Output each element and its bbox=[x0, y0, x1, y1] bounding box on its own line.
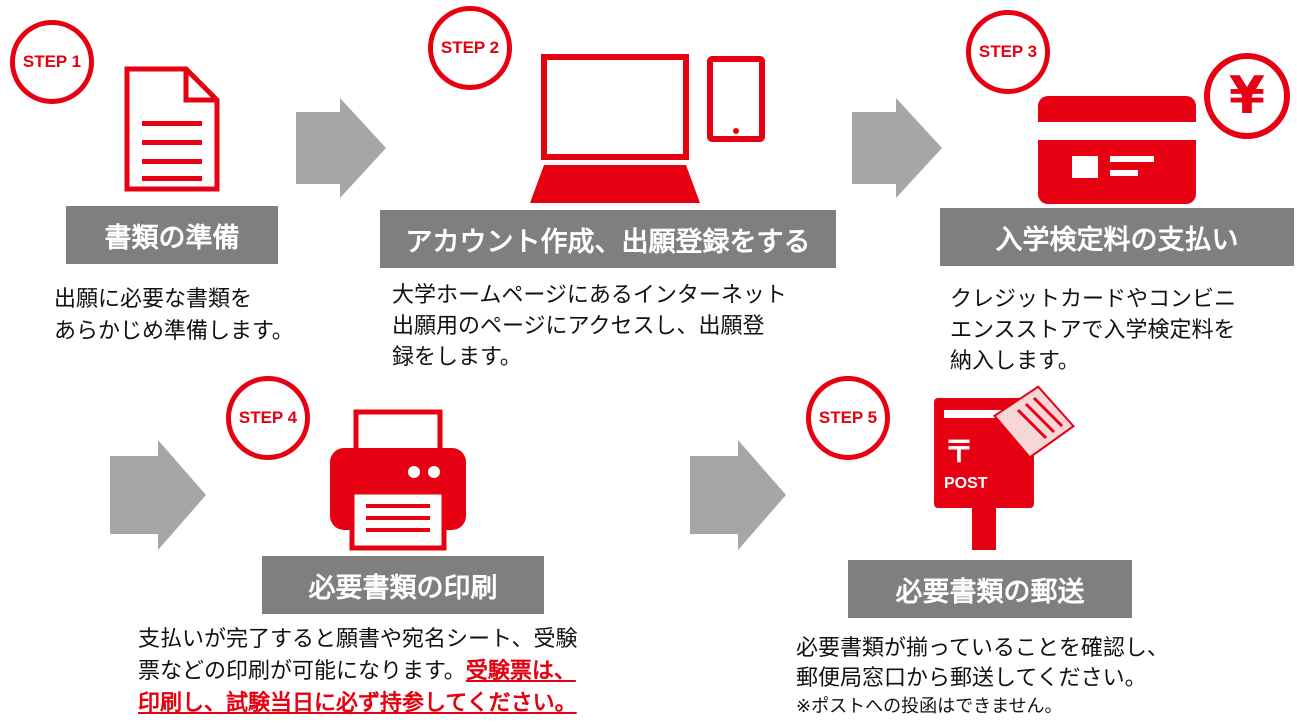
admission-ticket-warning: 受験票は、 bbox=[465, 659, 576, 684]
yen-icon: ¥ bbox=[1228, 66, 1266, 126]
credit-card-yen-icon bbox=[1038, 53, 1290, 204]
step-title: アカウント作成、出願登録をする bbox=[380, 210, 836, 268]
printer-icon bbox=[330, 409, 466, 551]
step-description: クレジットカードやコンビニ エンスストアで入学検定料を 納入します。 bbox=[950, 287, 1237, 374]
admission-ticket-warning: 印刷し、試験当日に必ず持参してください。 bbox=[138, 691, 577, 716]
step-title: 入学検定料の支払い bbox=[940, 208, 1294, 266]
document-icon bbox=[124, 66, 220, 192]
step-title: 必要書類の郵送 bbox=[848, 560, 1132, 618]
step-badge: STEP 2 bbox=[428, 6, 512, 90]
postbox-icon bbox=[934, 385, 1075, 550]
postbox-note: ※ポストへの投函はできません。 bbox=[796, 696, 1063, 717]
arrow-right-icon bbox=[852, 98, 942, 198]
step-badge: STEP 3 bbox=[966, 10, 1050, 94]
step-description: 出願に必要な書類を あらかじめ準備します。 bbox=[54, 287, 294, 344]
step-badge: STEP 1 bbox=[10, 20, 94, 104]
arrow-right-icon bbox=[110, 440, 206, 550]
laptop-tablet-icon bbox=[530, 54, 765, 203]
arrow-right-icon bbox=[690, 440, 786, 550]
step-description: 支払いが完了すると願書や宛名シート、受験 票などの印刷が可能になります。受験票は… bbox=[138, 627, 578, 716]
step-badge: STEP 5 bbox=[806, 376, 890, 460]
step-description: 必要書類が揃っていることを確認し、 郵便局窓口から郵送してください。 ※ポストへ… bbox=[796, 634, 1169, 720]
step-title: 必要書類の印刷 bbox=[262, 556, 544, 614]
step-description: 大学ホームページにあるインターネット 出願用のページにアクセスし、出願登 録をし… bbox=[392, 283, 787, 370]
step-title: 書類の準備 bbox=[66, 206, 278, 264]
post-text: POST bbox=[944, 475, 988, 492]
arrow-right-icon bbox=[296, 98, 386, 198]
step-badge: STEP 4 bbox=[226, 376, 310, 460]
postal-mark-icon: 〒 bbox=[944, 435, 974, 470]
